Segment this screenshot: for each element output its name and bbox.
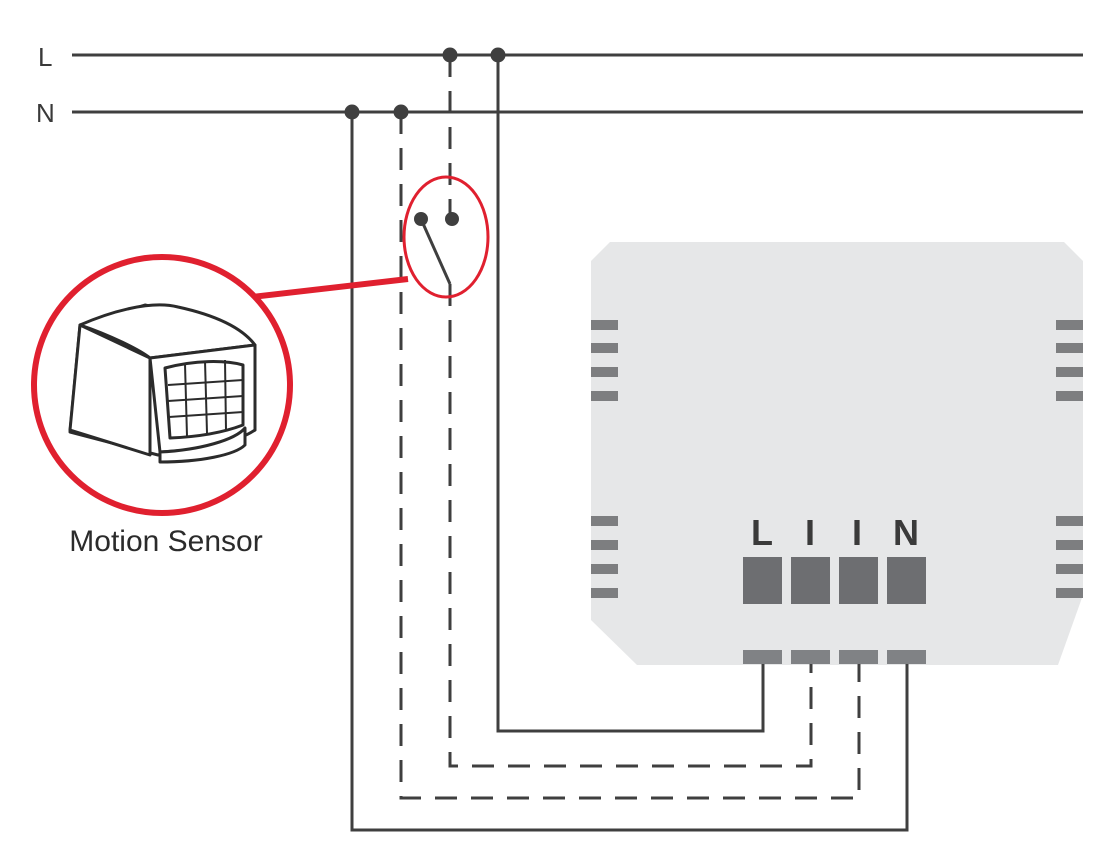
connector-i1 [791, 650, 830, 664]
terminal-block-l [743, 557, 782, 604]
wire-neutral-to-i2 [399, 112, 861, 800]
sensor-caption: Motion Sensor [69, 525, 262, 558]
module-vents-left [591, 320, 618, 598]
module-vents-right [1056, 320, 1083, 598]
terminal-label-i1: I [805, 512, 815, 553]
wire-switch-to-i1 [448, 284, 813, 768]
terminal-block-i1 [791, 557, 830, 604]
callout-line [251, 276, 409, 300]
terminal-label-i2: I [852, 512, 862, 553]
wire-live-to-module [496, 55, 765, 733]
terminal-block-n [887, 557, 926, 604]
switch-contact-icon [414, 212, 459, 285]
motion-sensor-icon [68, 303, 257, 464]
rail-label-n: N [36, 98, 55, 128]
terminal-label-n: N [893, 512, 919, 553]
connector-i2 [839, 650, 878, 664]
connector-n [887, 650, 926, 664]
rail-label-l: L [38, 42, 52, 72]
junction-nodes [344, 47, 506, 120]
wire-neutral-to-module [350, 112, 909, 832]
terminal-label-l: L [751, 512, 773, 553]
terminal-block-i2 [839, 557, 878, 604]
switch-highlight-ring [402, 175, 490, 299]
module-body [591, 242, 1083, 665]
connector-l [743, 650, 782, 664]
